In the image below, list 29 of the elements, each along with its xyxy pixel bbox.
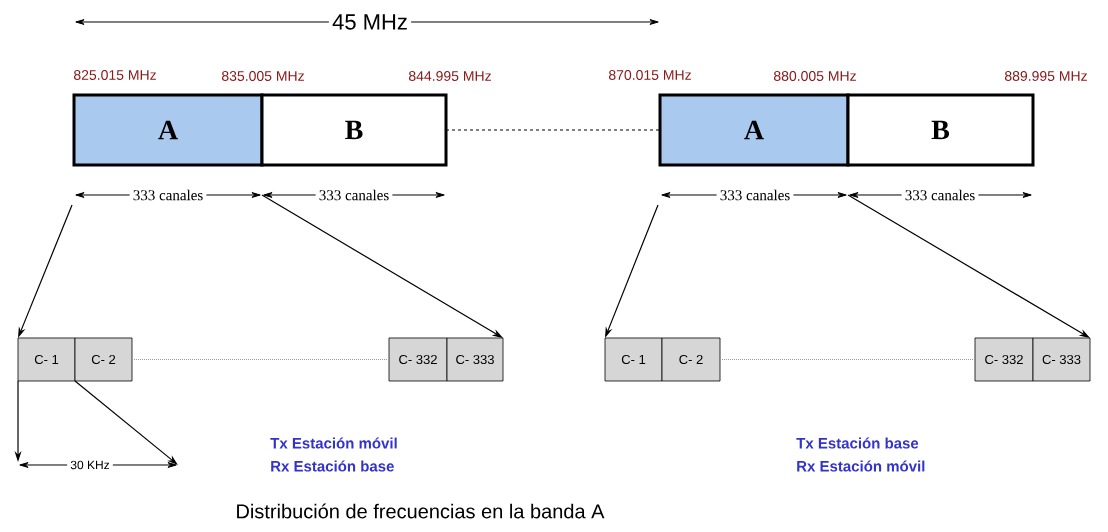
connector-line bbox=[445, 129, 661, 131]
dimension-label: 333 canales bbox=[720, 189, 790, 201]
channel-box: C- 2 bbox=[661, 337, 721, 382]
note-text: Tx Estación base bbox=[796, 437, 919, 449]
note-text: Rx Estación base bbox=[271, 460, 394, 472]
dimension-label: 45 MHz bbox=[332, 14, 407, 30]
dimension-label: 333 canales bbox=[319, 189, 389, 201]
band-box: A bbox=[658, 93, 850, 167]
dimension-label: 30 KHz bbox=[70, 460, 110, 470]
connector-line bbox=[719, 359, 976, 360]
band-box: A bbox=[72, 93, 264, 167]
caption: Distribución de frecuencias en la banda A bbox=[237, 503, 605, 519]
dimension-label: 333 canales bbox=[133, 189, 203, 201]
band-box: B bbox=[260, 93, 448, 167]
channel-box: C- 333 bbox=[446, 337, 504, 382]
channel-box: C- 1 bbox=[604, 337, 663, 382]
frequency-label: 835.005 MHz bbox=[222, 71, 304, 81]
arrow bbox=[74, 380, 178, 465]
channel-box: C- 333 bbox=[1032, 337, 1091, 382]
connector-line bbox=[131, 359, 390, 360]
dimension-label: 333 canales bbox=[905, 189, 975, 201]
channel-box: C- 1 bbox=[17, 337, 76, 382]
channel-box: C- 2 bbox=[74, 337, 133, 382]
channel-box: C- 332 bbox=[388, 337, 448, 382]
band-box: B bbox=[846, 93, 1035, 167]
note-text: Rx Estación móvil bbox=[797, 460, 925, 472]
channel-box: C- 332 bbox=[974, 337, 1034, 382]
frequency-label: 880.005 MHz bbox=[774, 71, 856, 81]
note-text: Tx Estación móvil bbox=[270, 437, 397, 449]
